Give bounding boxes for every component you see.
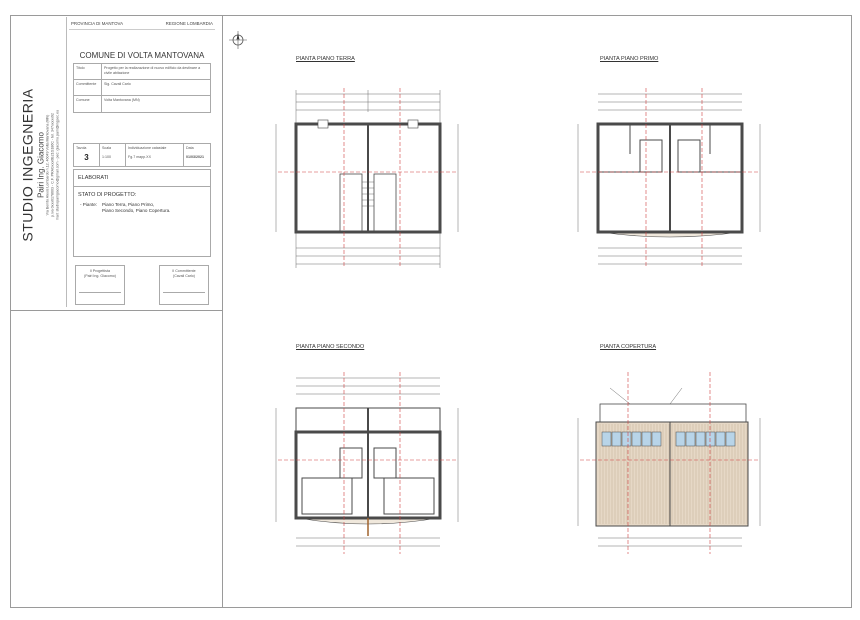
signature-committente: Il Committente (Cavali Carlo) (159, 265, 209, 305)
floor-plan-drawing (577, 88, 761, 268)
studio-contact-line: mail: studiopairigiacomo@gmail.com - pec… (55, 109, 60, 221)
studio-band: STUDIO INGEGNERIA Pairi Ing. Giacomo Via… (10, 15, 62, 310)
catasto-label: Individuazione catastale (128, 146, 167, 150)
signature-line (163, 292, 205, 293)
tavola-cell: Tavola 3 (74, 144, 100, 166)
studio-person: Pairi Ing. Giacomo (36, 132, 46, 198)
piante-item: Piano Terra, Piano Primo, (102, 202, 155, 207)
solar-panel (631, 431, 642, 447)
plan-title: PIANTA COPERTURA (600, 344, 657, 350)
signature-line (79, 292, 121, 293)
scala-cell: Scala 1:100 (100, 144, 126, 166)
drawing-sheet (10, 15, 852, 608)
title-block-header: PROVINCIA DI MANTOVA REGIONE LOMBARDIA (71, 21, 213, 26)
info-row: Titolo Progetto per la realizzazione di … (74, 64, 210, 80)
plan-title: PIANTA PIANO PRIMO (600, 56, 659, 62)
roof-plan-drawing (577, 372, 761, 554)
signature-name: (Pairi Ing. Giacomo) (84, 274, 116, 278)
data-value: 01/03/2021 (186, 155, 204, 159)
tavola-number: 3 (84, 153, 89, 162)
solar-panel (601, 431, 612, 447)
elaborati-title: ELABORATI (74, 170, 210, 187)
comune-title: COMUNE DI VOLTA MANTOVANA (79, 51, 205, 60)
title-block-bottom-rule (10, 310, 222, 311)
signature-progettista: Il Progettista (Pairi Ing. Giacomo) (75, 265, 125, 305)
info-row-value: Progetto per la realizzazione di nuovo e… (104, 66, 201, 75)
solar-panel (695, 431, 706, 447)
signature-name: (Cavali Carlo) (173, 274, 195, 278)
floor-plan-drawing (275, 372, 459, 554)
info-row-label: Committente (74, 80, 102, 95)
piante-item: Piano Secondo, Piano Copertura. (102, 208, 171, 213)
project-info-table: Titolo Progetto per la realizzazione di … (73, 63, 211, 113)
catasto-value: Fg.7 mapp.XX (128, 155, 151, 159)
studio-rotated-text: STUDIO INGEGNERIA Pairi Ing. Giacomo Via… (20, 88, 61, 241)
piante-list: - Piante: Piano Terra, Piano Primo, Pian… (74, 200, 210, 216)
title-block: PROVINCIA DI MANTOVA REGIONE LOMBARDIA C… (66, 17, 216, 307)
regione-label: REGIONE LOMBARDIA (165, 21, 213, 26)
solar-panel (685, 431, 696, 447)
solar-panel (611, 431, 622, 447)
plan-title: PIANTA PIANO SECONDO (296, 344, 365, 350)
header-rule (69, 29, 215, 30)
info-row-value: Volta Mantovana (MN) (104, 98, 140, 102)
title-block-divider (222, 15, 223, 608)
tavola-label: Tavola (76, 146, 87, 150)
data-label: Data (186, 146, 194, 150)
scala-value: 1:100 (102, 155, 111, 159)
elaborati-box: ELABORATI STATO DI PROGETTO: - Piante: P… (73, 169, 211, 257)
solar-panel (641, 431, 652, 447)
studio-name: STUDIO INGEGNERIA (19, 88, 36, 242)
solar-panel (651, 431, 662, 447)
info-row-value: Sig. Cavali Carlo (104, 82, 131, 86)
signature-role: Il Committente (172, 269, 196, 273)
solar-panel (621, 431, 632, 447)
scala-label: Scala (102, 146, 111, 150)
piante-label: - Piante: (80, 202, 98, 207)
info-row-label: Titolo (74, 64, 102, 79)
provincia-label: PROVINCIA DI MANTOVA (71, 21, 124, 26)
plan-title: PIANTA PIANO TERRA (296, 56, 355, 62)
solar-panel (715, 431, 726, 447)
piante-values: Piano Terra, Piano Primo, Piano Secondo,… (102, 202, 170, 214)
info-row-label: Comune (74, 96, 102, 112)
info-row: Committente Sig. Cavali Carlo (74, 80, 210, 96)
floor-plan-drawing (275, 88, 459, 268)
catasto-cell: Individuazione catastale Fg.7 mapp.XX (126, 144, 184, 166)
data-cell: Data 01/03/2021 (184, 144, 210, 166)
stato-title: STATO DI PROGETTO: (78, 192, 137, 198)
signature-role: Il Progettista (90, 269, 110, 273)
solar-panel (675, 431, 686, 447)
tavola-strip: Tavola 3 Scala 1:100 Individuazione cata… (73, 143, 211, 167)
solar-panel (705, 431, 716, 447)
solar-panel (725, 431, 736, 447)
north-arrow-icon (229, 31, 247, 49)
info-row: Comune Volta Mantovana (MN) (74, 96, 210, 112)
